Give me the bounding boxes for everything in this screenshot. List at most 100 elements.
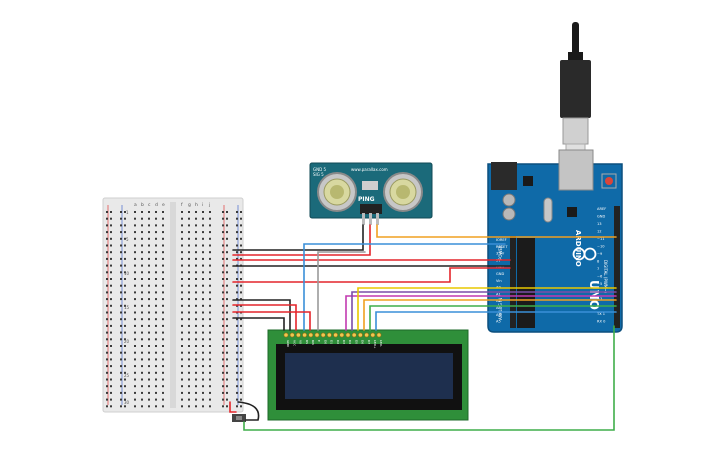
lcd-pin[interactable] bbox=[376, 332, 382, 338]
arduino-right-pin-label: 13 bbox=[597, 222, 602, 226]
arduino-left-pin-label: A2 bbox=[496, 299, 501, 303]
lcd-pin[interactable] bbox=[314, 332, 320, 338]
lcd-pin[interactable] bbox=[283, 332, 289, 338]
sensor-url: www.parallax.com bbox=[351, 167, 388, 172]
lcd-pin[interactable] bbox=[295, 332, 301, 338]
arduino-logo-icon bbox=[572, 247, 597, 261]
lcd-pin[interactable] bbox=[357, 332, 363, 338]
arduino-left-pin-label: RESET bbox=[496, 245, 508, 249]
sensor-title: PING bbox=[358, 196, 375, 203]
wire-switch-green bbox=[243, 325, 615, 431]
sensor-model-line2: SIG 5 bbox=[313, 172, 324, 177]
wire-switch-red bbox=[229, 401, 237, 413]
usb-cable bbox=[560, 22, 591, 151]
lcd-pin[interactable] bbox=[351, 332, 357, 338]
lcd-pin-label: D6 bbox=[361, 340, 365, 344]
arduino-brand: ARDUINO bbox=[574, 230, 582, 267]
arduino-right-pin-label: 7 bbox=[597, 267, 599, 271]
arduino-left-pin-label: A1 bbox=[496, 292, 501, 296]
arduino-left-pin-label: IOREF bbox=[496, 238, 507, 242]
row-number-15: 15 bbox=[124, 305, 130, 310]
slide-switch[interactable] bbox=[232, 414, 246, 422]
lcd-pin[interactable] bbox=[289, 332, 295, 338]
arduino-right-pin-label: TX 1 bbox=[596, 312, 605, 316]
col-letter-i: i bbox=[202, 202, 203, 208]
arduino-right-pin-label: ~5 bbox=[597, 282, 602, 286]
arduino-digital-label: DIGITAL (PWM~) bbox=[603, 260, 608, 294]
arduino-right-pin-label: ~3 bbox=[597, 297, 602, 301]
lcd-pin[interactable] bbox=[326, 332, 332, 338]
reset-button[interactable] bbox=[605, 177, 613, 185]
lcd-pin[interactable] bbox=[302, 332, 307, 338]
row-number-5: 5 bbox=[126, 237, 129, 242]
lcd-pin-label: LED+ bbox=[373, 340, 377, 349]
lcd-pin[interactable] bbox=[320, 332, 326, 338]
row-number-1: 1 bbox=[126, 210, 129, 215]
wire-lcd-d6 bbox=[357, 287, 617, 331]
arduino-left-pin-label: A4 bbox=[496, 313, 501, 317]
lcd-pin-label: V0 bbox=[299, 340, 303, 344]
breadboard[interactable]: a b c d e f g h i j 1 5 10 15 20 25 30 bbox=[102, 197, 244, 413]
lcd-pin[interactable] bbox=[308, 332, 314, 338]
lcd-pin-label: D1 bbox=[330, 340, 334, 344]
arduino-analog-label: ANALOG IN bbox=[498, 298, 503, 320]
row-number-20: 20 bbox=[124, 339, 130, 344]
row-number-10: 10 bbox=[124, 271, 130, 276]
wire-lcd-led bbox=[232, 311, 311, 331]
row-number-25: 25 bbox=[124, 373, 130, 378]
lcd-pin-label: VCC bbox=[292, 340, 296, 346]
arduino-right-pin-label: ~11 bbox=[597, 237, 605, 241]
sensor-model-line1: GND 5 bbox=[313, 167, 326, 172]
lcd-pin-label: GND bbox=[286, 340, 290, 348]
arduino-right-pin-label: 12 bbox=[597, 230, 602, 234]
ultrasonic-sensor[interactable]: GND 5 SIG 5 www.parallax.com PING bbox=[309, 162, 433, 225]
row-number-30: 30 bbox=[124, 400, 130, 405]
breadboard-holes bbox=[106, 211, 242, 408]
lcd-pin-label: E bbox=[317, 340, 321, 342]
col-letter-h: h bbox=[195, 202, 198, 208]
arduino-right-pin-label: GND bbox=[597, 215, 605, 219]
wire-lcd-rs bbox=[375, 311, 617, 331]
wire-switch-black bbox=[237, 401, 260, 421]
arduino-left-pin-label: A5 bbox=[496, 320, 501, 324]
col-letter-b: b bbox=[141, 202, 144, 208]
lcd-pin[interactable] bbox=[364, 332, 369, 338]
wire-lcd-en bbox=[369, 305, 617, 331]
lcd-pin-label: RS bbox=[305, 340, 309, 344]
col-letter-g: g bbox=[188, 203, 191, 208]
lcd-screen bbox=[285, 353, 453, 399]
lcd-pin-label: RW bbox=[311, 340, 315, 345]
arduino-right-pin-label: RX 0 bbox=[597, 320, 606, 324]
arduino-right-pin-label: ~10 bbox=[597, 245, 605, 249]
wire-lcd-d4 bbox=[345, 295, 617, 331]
wire-sensor-signal bbox=[376, 224, 617, 238]
wire-lcd-vcc bbox=[232, 304, 297, 331]
col-letter-f: f bbox=[181, 202, 183, 208]
wire-lcd-gnd bbox=[232, 299, 291, 331]
wire-lcd-d7 bbox=[363, 299, 617, 331]
lcd-pin-label: D4 bbox=[348, 340, 352, 344]
lcd-pin[interactable] bbox=[339, 332, 345, 338]
lcd-pin-label: D5 bbox=[354, 340, 358, 344]
col-letter-d: d bbox=[155, 202, 158, 208]
col-letter-a: a bbox=[134, 203, 137, 208]
wire-sensor-gnd bbox=[232, 224, 364, 251]
lcd-pin[interactable] bbox=[345, 332, 351, 338]
lcd-pin-label: D0 bbox=[323, 340, 327, 344]
arduino-left-pin-label: A3 bbox=[496, 306, 501, 310]
wire-gray-lcd bbox=[317, 251, 366, 331]
arduino-right-pin-label: AREF bbox=[597, 207, 606, 211]
lcd-pin[interactable] bbox=[370, 332, 376, 338]
arduino-right-pin-label: ~9 bbox=[597, 252, 603, 256]
arduino-right-pin-label: ~6 bbox=[597, 275, 603, 279]
arduino-left-pin-label: 3.3V bbox=[496, 252, 505, 256]
lcd-pin-label: D2 bbox=[336, 340, 340, 344]
col-letter-j: j bbox=[208, 202, 210, 208]
lcd-pin[interactable] bbox=[333, 332, 338, 338]
wire-blue-lcd bbox=[303, 243, 506, 331]
arduino-left-pin-label: GND bbox=[496, 272, 504, 276]
arduino-uno-board[interactable]: ARDUINO UNO POWER ANALOG IN DIGITAL (PWM… bbox=[487, 22, 623, 333]
